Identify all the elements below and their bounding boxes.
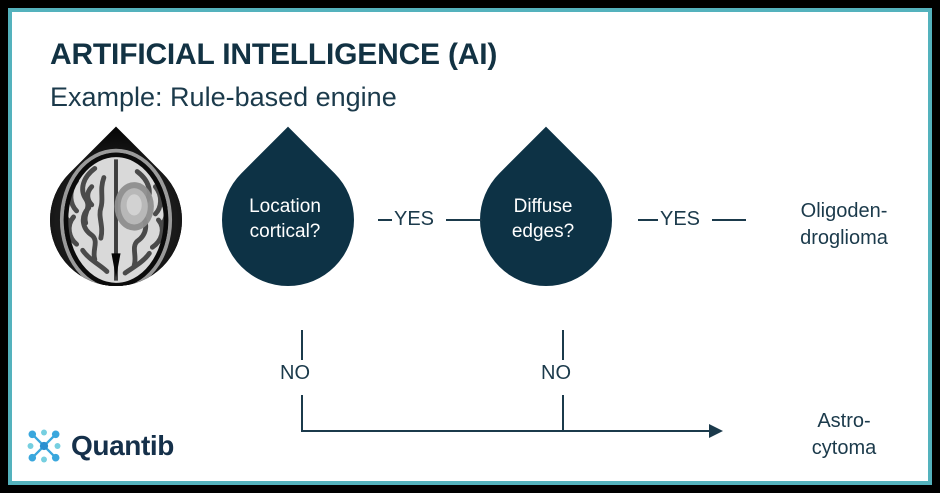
edge-label-no-1: NO [280,362,310,384]
node-label: Location cortical? [222,154,354,286]
node-label-line-2: cortical? [249,221,321,242]
quantib-wordmark: Quantib [71,430,174,461]
node-label-line-1: Diffuse [513,196,573,218]
edge-yes-1-right-dash [446,219,482,221]
edge-yes-2-right-dash [712,219,746,221]
edge-no-merge-line [301,430,711,432]
edge-label-yes-1: YES [394,208,435,230]
outcome-line-1: Oligoden- [800,200,888,222]
edge-no-2-upper-line [562,330,564,360]
edge-yes-1-left-dash [378,219,392,221]
decision-node-location-cortical[interactable]: Location cortical? [194,126,382,314]
outcome-oligodendroglioma: Oligoden- droglioma [764,198,924,252]
edge-no-1-lower-line [301,395,303,432]
outcome-line-1: Astro- [817,410,871,432]
node-label-line-1: Location [249,196,321,218]
decision-node-diffuse-edges[interactable]: Diffuse edges? [452,126,640,314]
outcome-astrocytoma: Astro- cytoma [764,408,924,462]
brain-mri-teardrop [22,126,210,314]
edge-label-yes-2: YES [660,208,701,230]
outcome-line-2: droglioma [800,227,888,249]
network-nodes-icon [27,429,61,463]
edge-no-2-lower-line [562,395,564,432]
slide-canvas: ARTIFICIAL INTELLIGENCE (AI) Example: Ru… [12,12,928,481]
page-title: ARTIFICIAL INTELLIGENCE (AI) [50,38,498,71]
brain-mri-node [22,126,210,314]
quantib-logo: Quantib [26,428,174,464]
outcome-line-2: cytoma [811,437,877,459]
node-label: Diffuse edges? [480,154,612,286]
arrow-head-icon [709,424,723,438]
slide-accent-frame [8,8,932,485]
brain-mri-icon [22,126,210,314]
node-label-line-2: edges? [511,221,575,242]
page-subtitle: Example: Rule-based engine [50,82,397,112]
edge-yes-2-left-dash [638,219,658,221]
edge-label-no-2: NO [541,362,571,384]
edge-no-1-upper-line [301,330,303,360]
